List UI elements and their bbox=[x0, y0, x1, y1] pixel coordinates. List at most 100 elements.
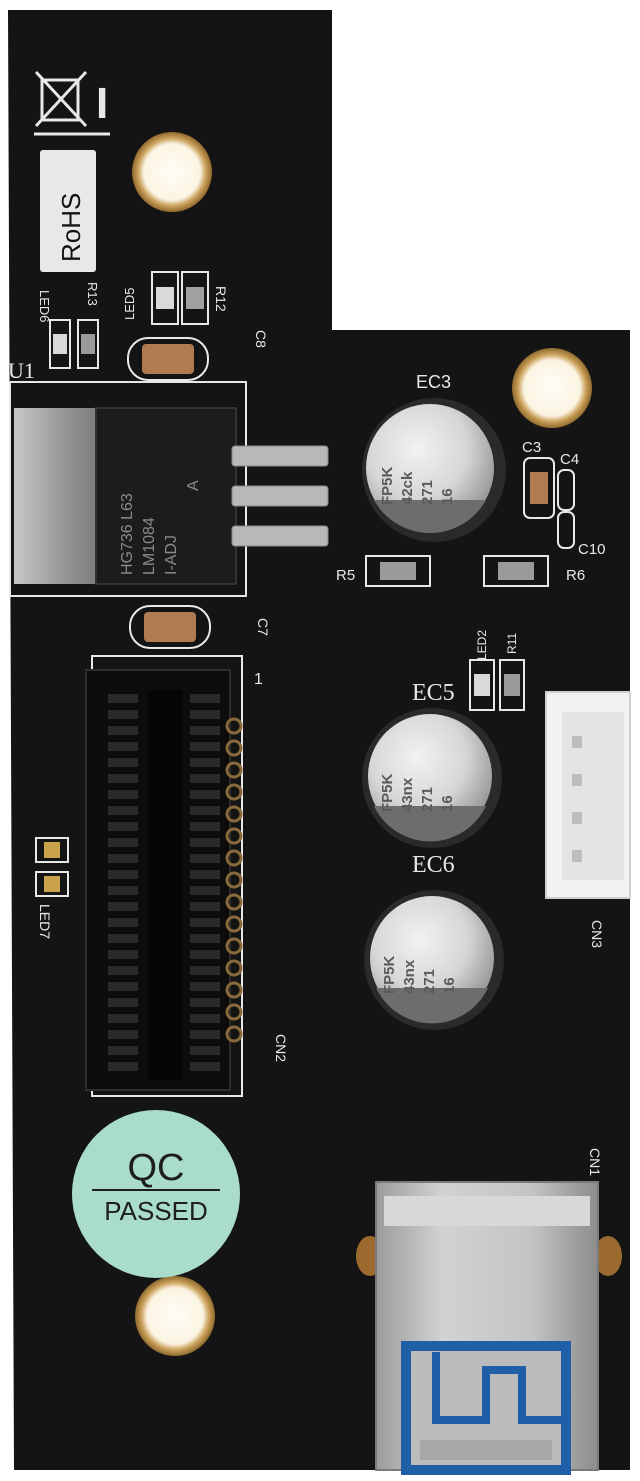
svg-text:I-ADJ: I-ADJ bbox=[163, 535, 180, 575]
pcie-contact bbox=[190, 1062, 220, 1071]
pcie-contact bbox=[108, 1014, 138, 1023]
cn2-label: CN2 bbox=[273, 1034, 289, 1062]
led5-label: LED5 bbox=[122, 287, 137, 320]
mounting-hole-bottom bbox=[135, 1276, 215, 1356]
pcie-contact bbox=[108, 774, 138, 783]
svg-text:271: 271 bbox=[419, 480, 436, 505]
ec5-label: EC5 bbox=[412, 680, 455, 706]
solder-pad bbox=[225, 849, 243, 867]
cn3-label: CN3 bbox=[589, 920, 605, 948]
pcie-contact bbox=[190, 854, 220, 863]
pcie-contact bbox=[108, 902, 138, 911]
c3-component bbox=[523, 457, 555, 519]
r12-label: R12 bbox=[213, 286, 229, 312]
pcie-contact bbox=[108, 742, 138, 751]
c7-label: C7 bbox=[255, 618, 271, 636]
pcie-contact bbox=[190, 758, 220, 767]
pcie-contact bbox=[190, 774, 220, 783]
r13-component bbox=[77, 319, 99, 369]
pcie-contact bbox=[108, 1046, 138, 1055]
regulator-markings: HG736 L63 LM1084 I-ADJ A bbox=[119, 480, 202, 575]
r5-label: R5 bbox=[336, 567, 355, 584]
ec3-label: EC3 bbox=[416, 372, 451, 392]
pcie-contact bbox=[190, 902, 220, 911]
svg-text:RoHS: RoHS bbox=[56, 193, 86, 262]
qc-passed-sticker: QC PASSED bbox=[72, 1110, 240, 1278]
solder-pad bbox=[225, 959, 243, 977]
ec6-label: EC6 bbox=[412, 852, 455, 878]
pcie-contact bbox=[108, 998, 138, 1007]
pcie-contact bbox=[190, 1014, 220, 1023]
pcie-contact bbox=[108, 854, 138, 863]
c10-component bbox=[557, 511, 575, 549]
solder-pad bbox=[225, 937, 243, 955]
svg-text:42ck: 42ck bbox=[399, 471, 416, 505]
pcie-contact bbox=[108, 694, 138, 703]
svg-text:FP5K: FP5K bbox=[379, 773, 396, 812]
pcie-contact bbox=[108, 934, 138, 943]
pcie-contact bbox=[190, 710, 220, 719]
svg-text:FP5K: FP5K bbox=[379, 466, 396, 505]
r12-component bbox=[181, 271, 209, 325]
c10-label: C10 bbox=[578, 541, 606, 558]
svg-text:271: 271 bbox=[421, 969, 438, 994]
pcie-contact bbox=[190, 870, 220, 879]
solder-pad bbox=[225, 871, 243, 889]
svg-text:QC: QC bbox=[128, 1147, 185, 1189]
pcie-slot-contacts bbox=[108, 694, 220, 1071]
pcie-contact bbox=[190, 726, 220, 735]
svg-text:43nx: 43nx bbox=[401, 959, 418, 994]
regulator-leads bbox=[231, 445, 329, 547]
pcie-contact bbox=[108, 1062, 138, 1071]
pcie-contact bbox=[108, 726, 138, 735]
solder-pad bbox=[225, 717, 243, 735]
solder-pad bbox=[225, 739, 243, 757]
pcie-contact bbox=[108, 822, 138, 831]
rohs-logo: RoHS bbox=[40, 150, 96, 272]
pcie-contact bbox=[108, 886, 138, 895]
solder-pad bbox=[225, 805, 243, 823]
u1-label: U1 bbox=[8, 358, 35, 383]
c3-label: C3 bbox=[522, 439, 541, 456]
u1-heatsink-tab bbox=[14, 408, 98, 584]
pcie-contact bbox=[190, 982, 220, 991]
pcie-contact bbox=[190, 998, 220, 1007]
mounting-hole-right bbox=[512, 348, 592, 428]
pcie-contact bbox=[190, 838, 220, 847]
c4-label: C4 bbox=[560, 451, 579, 468]
svg-text:271: 271 bbox=[419, 787, 436, 812]
led7-component bbox=[35, 837, 69, 863]
led6-component bbox=[49, 319, 71, 369]
r6-component bbox=[483, 555, 549, 587]
pcie-contact bbox=[108, 838, 138, 847]
c4-component bbox=[557, 469, 575, 511]
solder-pad bbox=[225, 761, 243, 779]
solder-pad bbox=[225, 1003, 243, 1021]
pcie-contact bbox=[108, 758, 138, 767]
pcie-contact bbox=[108, 918, 138, 927]
pcie-contact bbox=[108, 790, 138, 799]
svg-text:16: 16 bbox=[439, 795, 456, 812]
pcie-contact bbox=[108, 982, 138, 991]
svg-text:43nx: 43nx bbox=[399, 777, 416, 812]
c8-label: C8 bbox=[253, 330, 269, 348]
pcie-contact bbox=[190, 1046, 220, 1055]
pcie-contact bbox=[108, 966, 138, 975]
r11-label: R11 bbox=[505, 633, 519, 654]
pcie-contact bbox=[190, 822, 220, 831]
pcie-contact bbox=[190, 694, 220, 703]
pcb-board bbox=[8, 10, 630, 1470]
r11-component bbox=[499, 659, 525, 711]
led2-component bbox=[469, 659, 495, 711]
svg-text:A: A bbox=[185, 480, 202, 491]
pcie-contact bbox=[190, 1030, 220, 1039]
solder-pad bbox=[225, 1025, 243, 1043]
c7-component bbox=[129, 605, 211, 649]
weee-bin-icon bbox=[34, 70, 110, 136]
pcie-contact bbox=[190, 966, 220, 975]
svg-text:HG736 L63: HG736 L63 bbox=[119, 493, 136, 575]
r6-label: R6 bbox=[566, 567, 585, 584]
pcie-contact bbox=[108, 950, 138, 959]
svg-text:16: 16 bbox=[439, 488, 456, 505]
